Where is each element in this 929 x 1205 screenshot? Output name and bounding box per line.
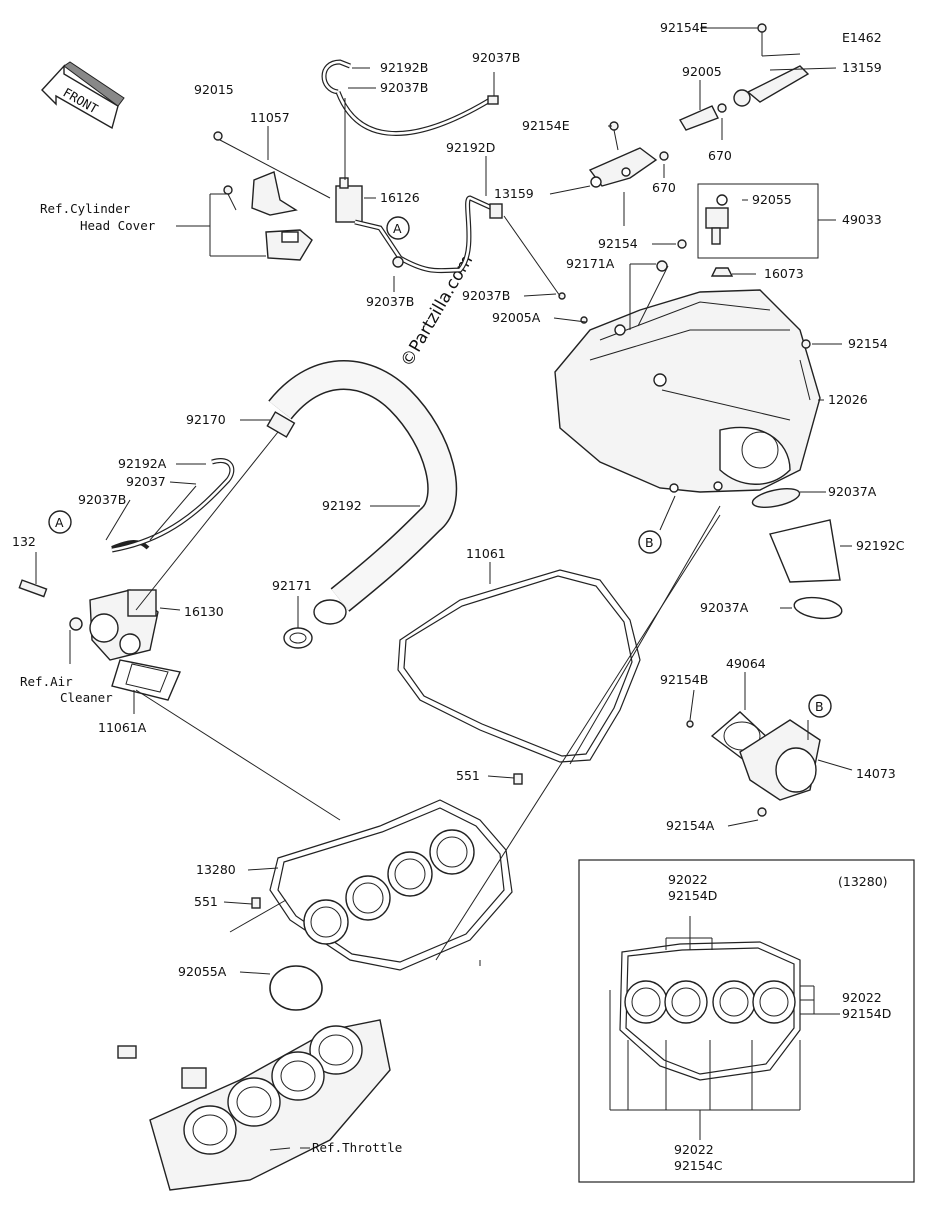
label-ref-air-1: Ref.Air xyxy=(20,674,73,689)
label-92192b: 92192B xyxy=(380,60,428,75)
label-132: 132 xyxy=(12,534,36,549)
label-92192: 92192 xyxy=(322,498,362,513)
label-92037b-top1: 92037B xyxy=(472,50,520,65)
label-92005a: 92005A xyxy=(492,310,541,325)
label-92154-right: 92154 xyxy=(848,336,888,351)
upper-hose-assembly xyxy=(321,59,503,274)
callout-a-left: A xyxy=(48,510,72,534)
label-92037a-mid: 92037A xyxy=(700,600,749,615)
label-11057: 11057 xyxy=(250,110,290,125)
label-92037a-top: 92037A xyxy=(828,484,877,499)
inset-labels: (13280) 92022 92154D 92022 92154D 92022 … xyxy=(668,872,891,1173)
clamp-92171 xyxy=(283,627,313,649)
airbox-12026 xyxy=(554,289,821,493)
label-16130: 16130 xyxy=(184,604,224,619)
label-92154-top: 92154 xyxy=(598,236,638,251)
fuel-rail-upper xyxy=(588,23,810,188)
diagram-code: E1462 xyxy=(842,30,882,45)
label-92154e-top: 92154E xyxy=(660,20,708,35)
part-labels: 92154E 13159 92005 92154E 670 670 13159 … xyxy=(12,20,905,1155)
label-16126: 16126 xyxy=(380,190,420,205)
throttle-body xyxy=(117,1019,391,1191)
label-92015: 92015 xyxy=(194,82,234,97)
label-92037b-c: 92037B xyxy=(462,288,510,303)
leader-lines xyxy=(35,27,853,1151)
inset-ref: (13280) xyxy=(838,874,888,889)
inset-label-92154c-bot: 92154C xyxy=(674,1158,723,1173)
label-670-right: 670 xyxy=(708,148,732,163)
callout-b-mid: B xyxy=(638,530,662,554)
label-670-left: 670 xyxy=(652,180,676,195)
bracket-11057 xyxy=(213,131,313,261)
inset-label-92022-top: 92022 xyxy=(668,872,708,887)
label-11061: 11061 xyxy=(466,546,506,561)
label-92037b-top2: 92037B xyxy=(380,80,428,95)
label-551-top: 551 xyxy=(456,768,480,783)
label-92037b-left: 92037B xyxy=(78,492,126,507)
label-ref-cylinder-2: Head Cover xyxy=(80,218,156,233)
o-ring-92055a xyxy=(269,965,323,1011)
label-49064: 49064 xyxy=(726,656,766,671)
label-92154e-mid: 92154E xyxy=(522,118,570,133)
label-92170: 92170 xyxy=(186,412,226,427)
svg-text:A: A xyxy=(393,221,402,236)
hose-92192 xyxy=(266,360,458,625)
label-11061a: 11061A xyxy=(98,720,147,735)
label-92005: 92005 xyxy=(682,64,722,79)
label-49033: 49033 xyxy=(842,212,882,227)
label-ref-cylinder-1: Ref.Cylinder xyxy=(40,201,131,216)
inset-label-92154d-top: 92154D xyxy=(668,888,717,903)
svg-text:B: B xyxy=(645,535,654,550)
callout-a-top: A xyxy=(386,216,410,240)
callout-b-right: B xyxy=(808,694,832,718)
label-14073: 14073 xyxy=(856,766,896,781)
label-92037b-mid: 92037B xyxy=(366,294,414,309)
valve-16130 xyxy=(18,458,235,701)
label-12026: 12026 xyxy=(828,392,868,407)
inset-label-92022-bot: 92022 xyxy=(674,1142,714,1157)
inset-label-92022-right: 92022 xyxy=(842,990,882,1005)
gasket-11061 xyxy=(397,569,641,763)
duct-14073 xyxy=(686,711,821,817)
sensor-box xyxy=(656,183,819,277)
label-92154b: 92154B xyxy=(660,672,708,687)
label-92037: 92037 xyxy=(126,474,166,489)
front-arrow-icon: FRONT xyxy=(41,61,125,130)
label-92055-top: 92055 xyxy=(752,192,792,207)
label-92154a: 92154A xyxy=(666,818,715,833)
svg-text:A: A xyxy=(55,515,64,530)
label-92192d: 92192D xyxy=(446,140,495,155)
label-ref-air-2: Cleaner xyxy=(60,690,113,705)
bore-rings xyxy=(303,829,475,945)
label-92055a: 92055A xyxy=(178,964,227,979)
inset-13280 xyxy=(578,859,915,1183)
label-551-left: 551 xyxy=(194,894,218,909)
label-13159-top: 13159 xyxy=(842,60,882,75)
label-13280: 13280 xyxy=(196,862,236,877)
label-16073: 16073 xyxy=(764,266,804,281)
gasket-13280 xyxy=(251,773,523,971)
label-13159-mid: 13159 xyxy=(494,186,534,201)
hose-92192c xyxy=(751,488,843,620)
svg-text:B: B xyxy=(815,699,824,714)
label-92171a: 92171A xyxy=(566,256,615,271)
label-ref-throttle: Ref.Throttle xyxy=(312,1140,402,1155)
inset-label-92154d-right: 92154D xyxy=(842,1006,891,1021)
label-92171: 92171 xyxy=(272,578,312,593)
label-92192c: 92192C xyxy=(856,538,905,553)
label-92192a: 92192A xyxy=(118,456,167,471)
